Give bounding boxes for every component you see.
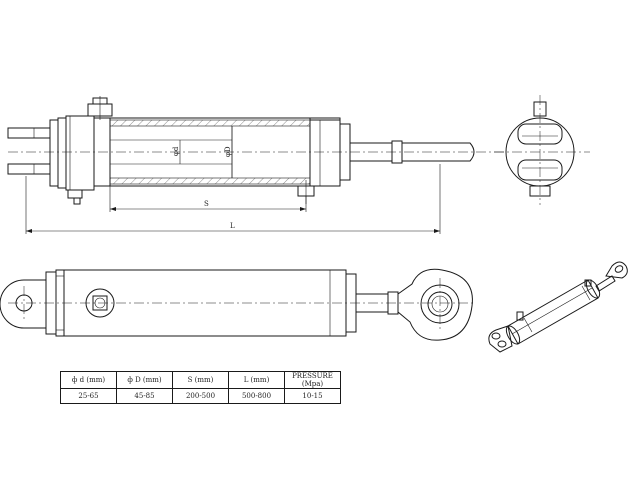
section-view: φd φD S L	[7, 96, 505, 234]
header-length: L (mm)	[228, 371, 285, 389]
barrel-wall-upper	[109, 119, 311, 127]
stroke-label: S	[204, 200, 209, 208]
front-gland	[340, 123, 351, 181]
isometric-view	[488, 261, 628, 353]
header-stroke: S (mm)	[172, 371, 229, 389]
rear-bottom-lug	[67, 189, 83, 199]
side-port-circle	[85, 288, 115, 318]
spec-table-header-row: ф d (mm) ф D (mm) S (mm) L (mm) PRESSURE…	[60, 371, 341, 389]
rod-diameter-label: φd	[172, 146, 180, 156]
barrel-side	[63, 269, 347, 337]
iso-rear-clevis	[488, 325, 513, 353]
iso-rod-eye	[605, 261, 628, 279]
front-head	[309, 119, 341, 187]
bore-diameter-label: φD	[224, 146, 232, 157]
end-view-ear-lower	[517, 159, 563, 181]
cell-stroke: 200-500	[172, 388, 229, 404]
rod-end	[402, 142, 475, 162]
cell-bore-diameter: 45-85	[116, 388, 173, 404]
iso-port	[516, 311, 524, 321]
header-pressure: PRESSURE (Mpa)	[284, 371, 341, 389]
side-view	[0, 268, 475, 341]
length-label: L	[230, 222, 235, 230]
header-bore-diameter: ф D (mm)	[116, 371, 173, 389]
header-rod-diameter: ф d (mm)	[60, 371, 117, 389]
cell-pressure: 10-15	[284, 388, 341, 404]
rear-eye	[0, 279, 47, 329]
side-port-hex	[92, 295, 108, 311]
front-head-side	[346, 273, 357, 333]
end-view	[494, 95, 590, 205]
barrel-wall-lower	[109, 177, 311, 185]
iso-rod	[595, 275, 616, 292]
end-view-ear-upper	[517, 123, 563, 145]
end-view-lug	[529, 185, 551, 197]
rod-nut	[391, 140, 403, 164]
cell-length: 500-800	[228, 388, 285, 404]
end-view-port	[533, 101, 547, 117]
clevis-ear-lower	[7, 163, 51, 175]
rod-eye	[397, 268, 473, 341]
cell-rod-diameter: 25-65	[60, 388, 117, 404]
clevis-ear-upper	[7, 127, 51, 139]
rear-cap-flange	[49, 119, 59, 187]
spec-table-row: 25-65 45-85 200-500 500-800 10-15	[60, 388, 341, 404]
spec-table: ф d (mm) ф D (mm) S (mm) L (mm) PRESSURE…	[60, 371, 341, 404]
